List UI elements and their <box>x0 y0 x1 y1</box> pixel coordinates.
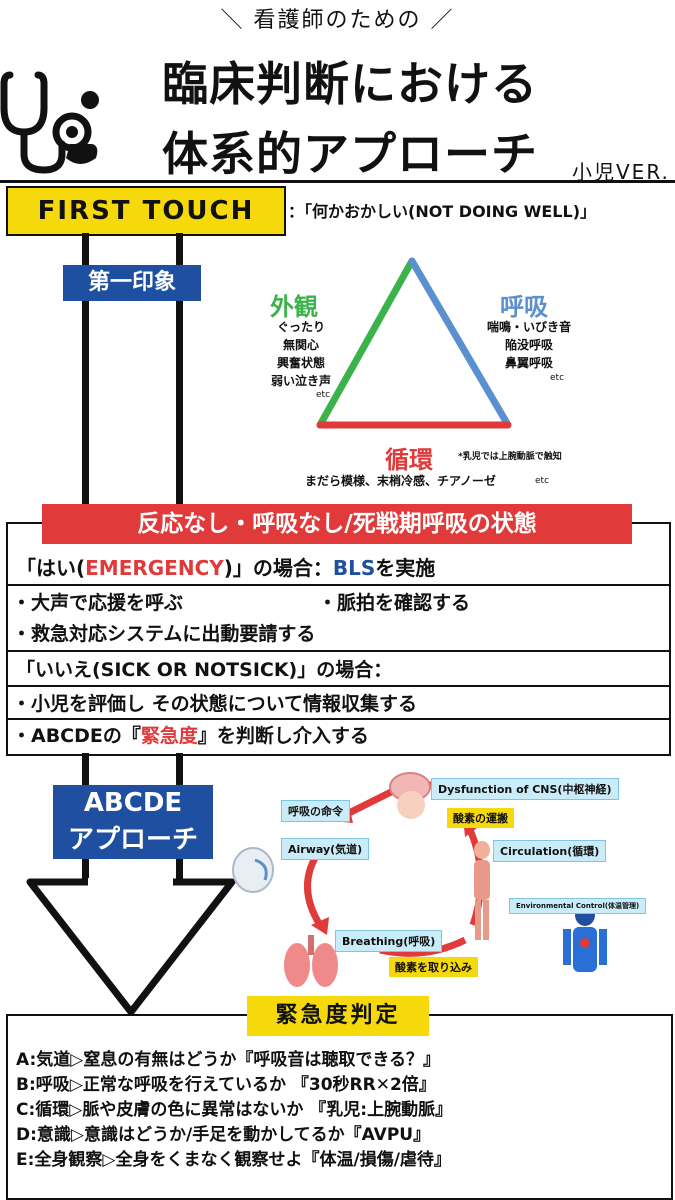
urgency-line-a: A:気道▷窒息の有無はどうか『呼吸音は聴取できる？』 <box>16 1050 441 1070</box>
breathing-list: 喘鳴・いびき音 陥没呼吸 鼻翼呼吸 <box>474 318 584 372</box>
rail-right-top <box>176 233 183 516</box>
urgency-list: A:気道▷窒息の有無はどうか『呼吸音は聴取できる？』 B:呼吸▷正常な呼吸を行え… <box>16 1048 452 1173</box>
assessment-triangle <box>316 257 512 429</box>
divider <box>8 650 669 652</box>
emergency-no-item: ・ABCDEの『緊急度』を判断し介入する <box>12 725 369 747</box>
emergency-yes-item: ・大声で応援を呼ぶ <box>12 592 184 614</box>
slash-right-icon: ／ <box>421 8 455 33</box>
cycle-command: 呼吸の命令 <box>281 800 350 822</box>
title-line2: 体系的アプローチ <box>162 127 538 181</box>
urgency-line-e: E:全身観察▷全身をくまなく観察せよ『体温/損傷/虐待』 <box>16 1150 451 1170</box>
breathing-item: 鼻翼呼吸 <box>504 356 553 370</box>
stethoscope-icon <box>0 71 99 174</box>
abcde-label-line1: ABCDE <box>83 788 183 818</box>
appearance-item: ぐったり <box>276 320 325 334</box>
appearance-etc: etc <box>316 390 331 400</box>
header-subtitle: ＼ 看護師のための ／ <box>220 8 455 33</box>
appearance-item: 弱い泣き声 <box>270 374 331 388</box>
circulation-note: *乳児では上腕動脈で触知 <box>458 452 562 462</box>
appearance-item: 無関心 <box>282 338 319 352</box>
emergency-yes-item: ・脈拍を確認する <box>318 592 471 614</box>
down-arrow-icon <box>26 878 236 1016</box>
circulation-items: まだら模様、末梢冷感、チアノーゼ <box>305 474 496 488</box>
cycle-oxygen-transport: 酸素の運搬 <box>447 808 514 828</box>
breathing-item: 陥没呼吸 <box>504 338 553 352</box>
urgency-label: 緊急度判定 <box>247 996 429 1036</box>
abcde-label: ABCDE アプローチ <box>53 785 213 859</box>
first-touch-description: ：「何かおかしい(NOT DOING WELL)」 <box>288 202 597 221</box>
first-touch-label: FIRST TOUCH <box>6 186 286 236</box>
emergency-banner: 反応なし・呼吸なし/死戦期呼吸の状態 <box>42 504 632 544</box>
slash-left-icon: ＼ <box>220 8 254 33</box>
breathing-etc: etc <box>550 373 565 383</box>
cycle-circulation: Circulation(循環) <box>493 840 607 862</box>
emergency-yes-item: ・救急対応システムに出動要請する <box>12 623 316 645</box>
divider <box>8 685 669 687</box>
emergency-yes-header: 「はい(EMERGENCY)」の場合：BLSを実施 <box>16 556 436 580</box>
urgency-line-c: C:循環▷脈や皮膚の色に異常はないか 『乳児:上腕動脈』 <box>16 1100 453 1120</box>
cycle-oxygen-intake: 酸素を取り込み <box>389 957 478 977</box>
circulation-etc: etc <box>535 476 550 486</box>
appearance-title: 外観 <box>270 293 318 321</box>
emergency-no-header: 「いいえ(SICK OR NOTSICK)」の場合： <box>16 659 393 681</box>
breathing-title: 呼吸 <box>500 293 548 321</box>
emergency-no-item: ・小児を評価し その状態について情報収集する <box>12 693 418 715</box>
divider <box>8 718 669 720</box>
header-divider <box>0 180 675 183</box>
breathing-item: 喘鳴・いびき音 <box>486 320 571 334</box>
cycle-breathing: Breathing(呼吸) <box>335 930 443 952</box>
divider <box>8 584 669 586</box>
abcde-label-line2: アプローチ <box>67 825 198 855</box>
rail-left-top <box>82 233 89 516</box>
circulation-title: 循環 <box>385 446 433 474</box>
urgency-frame <box>6 1014 673 1200</box>
title-line1: 臨床判断における <box>162 57 538 111</box>
cycle-environment: Environmental Control(体温管理) <box>509 898 647 914</box>
cycle-dysfunction: Dysfunction of CNS(中枢神経) <box>431 778 619 800</box>
appearance-item: 興奮状態 <box>276 356 325 370</box>
first-impression-label: 第一印象 <box>63 265 201 301</box>
urgency-line-d: D:意識▷意識はどうか/手足を動かしてるか『AVPU』 <box>16 1125 431 1145</box>
cycle-airway: Airway(気道) <box>281 838 370 860</box>
urgency-line-b: B:呼吸▷正常な呼吸を行えているか 『30秒RR✕2倍』 <box>16 1075 436 1095</box>
appearance-list: ぐったり 無関心 興奮状態 弱い泣き声 <box>258 318 344 390</box>
